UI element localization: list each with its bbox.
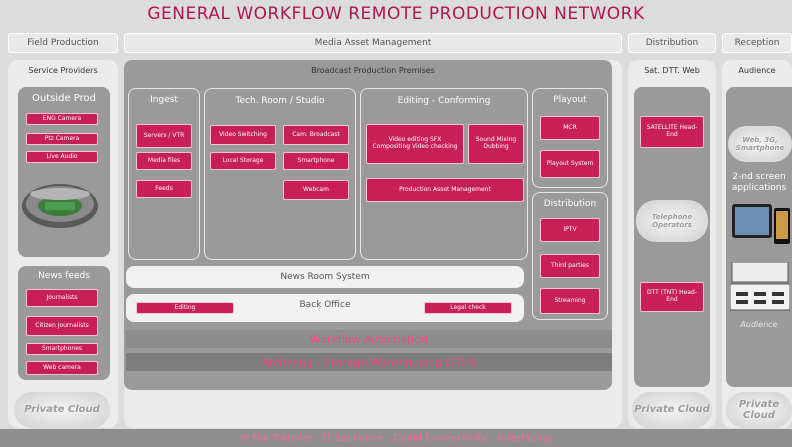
ingest-title: Ingest [150, 95, 178, 105]
stadium-image [21, 176, 99, 234]
legal-check-box: Legal check [424, 302, 512, 314]
servers-vtr-box: Servers / VTR [136, 124, 192, 148]
local-storage-box: Local Storage [210, 152, 276, 170]
playout-title: Playout [553, 95, 587, 105]
private-cloud-distribution-label: Private Cloud [634, 404, 710, 416]
dtt-head-end-box: DTT (TNT) Head-End [640, 282, 704, 312]
back-office-title: Back Office [299, 300, 351, 310]
editing-panel [360, 88, 528, 260]
citizen-journalists-box: Citizen Journalists [26, 316, 98, 336]
editing-backoffice-box: Editing [136, 302, 234, 314]
mcr-box: MCR [540, 116, 600, 140]
telephone-operators-label: Telephone Operators [651, 212, 693, 229]
editing-title: Editing - Conforming [397, 96, 491, 106]
diagram-title: GENERAL WORKFLOW REMOTE PRODUCTION NETWO… [147, 4, 645, 24]
media-files-box: Media files [136, 152, 192, 170]
tech-room-panel [204, 88, 356, 260]
devices-image [732, 198, 790, 248]
distribution-title: Distribution [543, 199, 597, 209]
journalists-box: Journalists [26, 289, 98, 307]
private-cloud-distribution: Private Cloud [632, 392, 712, 428]
private-cloud-left: Private Cloud [14, 392, 110, 428]
audience-label: Audience [738, 66, 776, 75]
telephone-operators-cloud: Telephone Operators [636, 200, 708, 242]
premises-title: Broadcast Production Premises [311, 66, 435, 75]
web-3g-cloud: Web, 3G, Smartphone [728, 126, 792, 162]
news-room-system: News Room System [126, 266, 524, 288]
workflow-automation-bar: Workflow Automation [126, 330, 612, 348]
eng-camera-box: ENG Camera [26, 113, 98, 125]
outside-prod-title: Outside Prod [31, 93, 96, 104]
web-3g-label: Web, 3G, Smartphone [735, 135, 785, 152]
sat-dtt-web-label: Sat. DTT. Web [644, 66, 700, 75]
header-media-asset-management: Media Asset Management [124, 33, 622, 53]
second-screen-label: 2-nd screen applications [731, 172, 787, 193]
screens-image [729, 261, 791, 312]
live-audio-box: Live Audio [26, 151, 98, 163]
playout-system-box: Playout System [540, 150, 600, 178]
video-switching-box: Video Switching [210, 125, 276, 145]
news-feeds-title: News feeds [38, 271, 90, 281]
service-providers-label: Service Providers [28, 66, 98, 75]
ip-file-transfer-bar: IP File Transfer - IT backbone - Cloud C… [0, 429, 792, 447]
web-camera-box: Web camera [26, 361, 98, 375]
private-cloud-reception: Private Cloud [726, 392, 792, 428]
feeds-box: Feeds [136, 180, 192, 198]
private-cloud-left-label: Private Cloud [24, 404, 100, 416]
sound-mixing-box: Sound Mixing Dubbing [468, 124, 524, 164]
iptv-box: IPTV [540, 218, 600, 242]
tech-room-title: Tech. Room / Studio [235, 96, 325, 106]
webcam-box: Webcam [283, 180, 349, 200]
ingest-panel [128, 88, 200, 260]
smartphone-box: Smartphone [283, 152, 349, 170]
header-field-production: Field Production [8, 33, 118, 53]
smartphones-box: Smartphones [26, 343, 98, 355]
production-asset-management-box: Production Asset Management [366, 178, 524, 202]
satellite-head-end-box: SATELLITE Head-End [640, 116, 704, 148]
third-parties-box: Third parties [540, 254, 600, 278]
private-cloud-reception-label: Private Cloud [738, 398, 780, 422]
ptz-camera-box: Ptz Camera [26, 133, 98, 145]
audience-bottom-label: Audience [740, 320, 778, 329]
header-distribution: Distribution [628, 33, 716, 53]
streaming-box: Streaming [540, 288, 600, 314]
video-editing-box: Video editing SFX Compositing Video chec… [366, 124, 464, 164]
header-reception: Reception [722, 33, 792, 53]
archiving-bar: Archiving - Storage Warehousing LTO-6 [126, 353, 612, 371]
cam-broadcast-box: Cam. Broadcast [283, 125, 349, 145]
